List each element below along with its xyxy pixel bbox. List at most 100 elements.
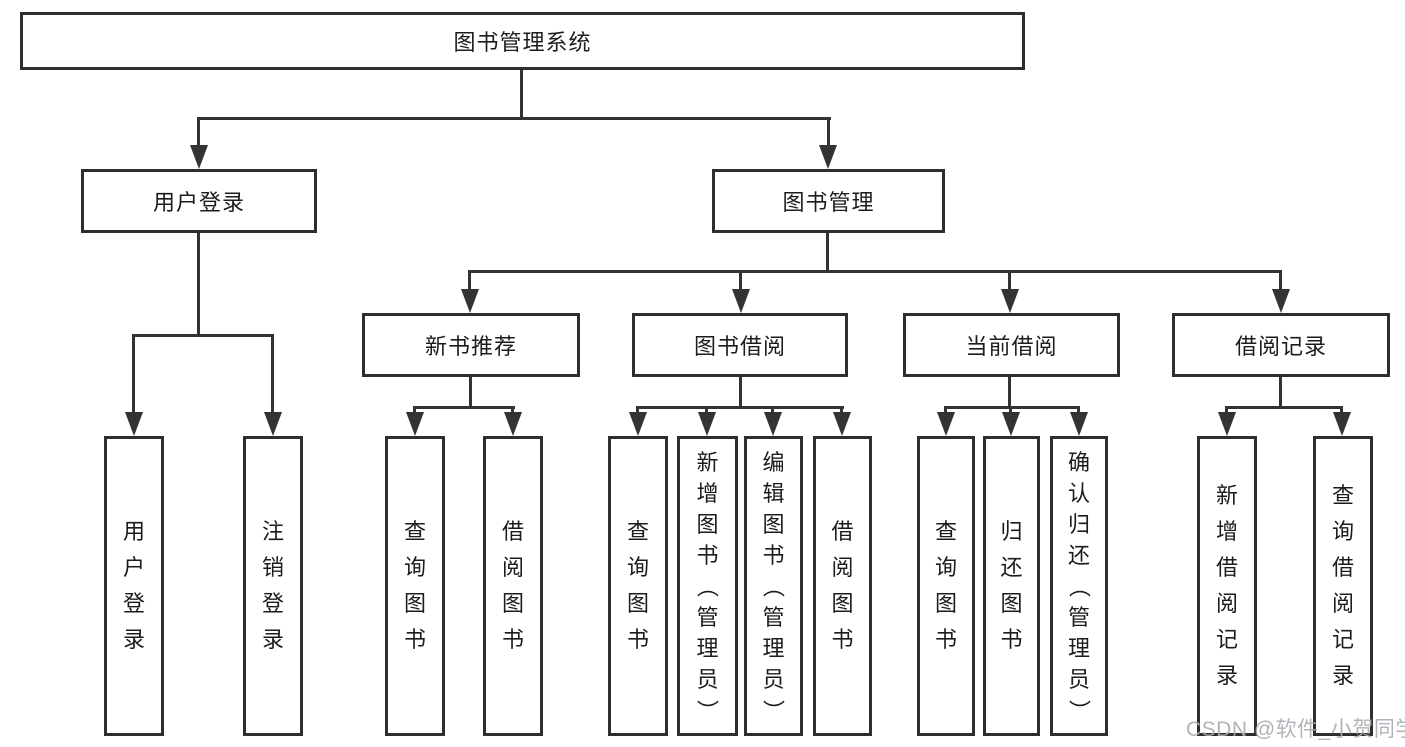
arrowhead-to-leaf-confirm-return (1070, 412, 1088, 436)
leaf-label-char: 阅 (1215, 591, 1238, 616)
arrowhead-to-leaf-borrow-1 (504, 412, 522, 436)
node-root-label: 图书管理系统 (453, 30, 592, 55)
leaf-label-char: 图 (501, 591, 524, 616)
leaf-label-char: 管 (696, 604, 719, 630)
leaf-label-char: 理 (1067, 635, 1090, 661)
edge-user-login-stem (197, 233, 200, 336)
edge-new-book-bus (413, 406, 515, 409)
edge-to-user-login (197, 117, 200, 147)
leaf-label-char: 录 (1331, 663, 1354, 688)
arrowhead-to-leaf-query-1 (406, 412, 424, 436)
node-new-book-recommend-label: 新书推荐 (424, 334, 517, 359)
leaf-label-char: 图 (934, 591, 957, 616)
leaf-label-char: 书 (831, 627, 854, 652)
edge-to-leaf-borrow-1 (511, 406, 514, 414)
arrowhead-to-leaf-edit-books (764, 412, 782, 436)
leaf-label-char: 书 (762, 542, 785, 568)
arrowhead-to-book-management (819, 145, 837, 169)
leaf-label-char: 阅 (501, 555, 524, 580)
leaf-label-char: （ (1066, 574, 1092, 598)
arrowhead-to-new-book-recommend (461, 289, 479, 313)
edge-to-leaf-add-books (705, 406, 708, 414)
edge-book-borrow-bus (636, 406, 844, 409)
leaf-query-books-current: 查询图书 (917, 436, 975, 736)
leaf-borrow-books: 借阅图书 (813, 436, 872, 736)
leaf-label-char: 理 (696, 635, 719, 661)
edge-book-management-stem (826, 233, 829, 272)
node-book-borrow: 图书借阅 (632, 313, 848, 377)
leaf-label-char: 询 (934, 555, 957, 580)
leaf-label-char: 录 (122, 627, 145, 652)
leaf-label-char: 用 (122, 519, 145, 544)
edge-to-leaf-query-3 (944, 406, 947, 414)
leaf-label-char: 书 (934, 627, 957, 652)
edge-to-borrow-records (1279, 270, 1282, 291)
leaf-query-borrow-record: 查询借阅记录 (1313, 436, 1373, 736)
leaf-label-char: 员 (696, 666, 719, 692)
edge-to-leaf-query-2 (636, 406, 639, 414)
arrowhead-to-user-login (190, 145, 208, 169)
node-book-borrow-label: 图书借阅 (693, 334, 786, 359)
leaf-query-books-borrow: 查询图书 (608, 436, 668, 736)
leaf-label-char: 图 (831, 591, 854, 616)
leaf-label-char: 登 (261, 591, 284, 616)
edge-root-stem (520, 69, 523, 119)
leaf-borrow-books-recommend: 借阅图书 (483, 436, 543, 736)
leaf-label-char: 图 (696, 511, 719, 537)
edge-to-leaf-query-1 (413, 406, 416, 414)
leaf-edit-books-admin: 编辑图书（管理员） (744, 436, 803, 736)
node-book-management: 图书管理 (712, 169, 945, 233)
arrowhead-to-current-borrow (1001, 289, 1019, 313)
leaf-label-char: 借 (501, 519, 524, 544)
leaf-label-char: 查 (626, 519, 649, 544)
edge-to-leaf-edit-books (771, 406, 774, 414)
arrowhead-to-leaf-return (1002, 412, 1020, 436)
arrowhead-to-leaf-query-3 (937, 412, 955, 436)
leaf-label-char: 询 (403, 555, 426, 580)
leaf-user-login: 用户登录 (104, 436, 164, 736)
leaf-label-char: 新 (696, 449, 719, 475)
leaf-confirm-return-admin: 确认归还（管理员） (1050, 436, 1108, 736)
leaf-label-char: 询 (626, 555, 649, 580)
leaf-label-char: 录 (1215, 663, 1238, 688)
leaf-label-char: 认 (1067, 480, 1090, 506)
node-borrow-records-label: 借阅记录 (1234, 334, 1327, 359)
leaf-label-char: 记 (1215, 627, 1238, 652)
arrowhead-to-borrow-records (1272, 289, 1290, 313)
leaf-label-char: 确 (1067, 449, 1090, 475)
arrowhead-to-leaf-logout (264, 412, 282, 436)
edge-new-book-stem (469, 377, 472, 408)
leaf-label-char: 借 (1331, 555, 1354, 580)
leaf-label-char: 辑 (762, 480, 785, 506)
node-book-management-label: 图书管理 (782, 190, 875, 215)
leaf-label-char: 借 (1215, 555, 1238, 580)
edge-to-book-borrow (739, 270, 742, 291)
leaf-label-char: 管 (1067, 604, 1090, 630)
leaf-label-char: 新 (1215, 483, 1238, 508)
leaf-label-char: 询 (1331, 519, 1354, 544)
leaf-label-char: 记 (1331, 627, 1354, 652)
leaf-label-char: 书 (1000, 627, 1023, 652)
leaf-label-char: 书 (626, 627, 649, 652)
arrowhead-to-book-borrow (732, 289, 750, 313)
leaf-label-char: 员 (762, 666, 785, 692)
leaf-label-char: 管 (762, 604, 785, 630)
leaf-label-char: 图 (626, 591, 649, 616)
leaf-label-char: ） (694, 698, 720, 722)
leaf-label-char: 书 (696, 542, 719, 568)
leaf-label-char: 还 (1067, 542, 1090, 568)
leaf-label-char: （ (694, 574, 720, 598)
leaf-label-char: 阅 (1331, 591, 1354, 616)
edge-borrow-records-stem (1279, 377, 1282, 408)
leaf-query-books-recommend: 查询图书 (385, 436, 445, 736)
arrowhead-to-leaf-user-login (125, 412, 143, 436)
leaf-label-char: 查 (403, 519, 426, 544)
leaf-label-char: 查 (1331, 483, 1354, 508)
leaf-label-char: 查 (934, 519, 957, 544)
arrowhead-to-leaf-add-record (1218, 412, 1236, 436)
leaf-label-char: 注 (261, 519, 284, 544)
leaf-label-char: 理 (762, 635, 785, 661)
leaf-label-char: （ (760, 574, 786, 598)
leaf-label-char: 户 (122, 555, 145, 580)
